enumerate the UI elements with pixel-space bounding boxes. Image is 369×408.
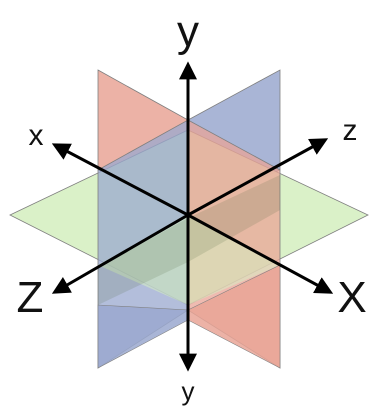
x-axis-back <box>51 143 189 217</box>
axes <box>51 61 334 372</box>
x-right-label: X <box>337 273 366 322</box>
blue-plane-lower <box>97 304 189 369</box>
z-axis-front <box>51 213 189 294</box>
z-left-label: Z <box>17 273 44 322</box>
x-left-label: x <box>29 119 44 152</box>
z-right-label: z <box>343 114 358 147</box>
x-axis-front <box>187 213 334 294</box>
y-top-label: y <box>177 7 199 56</box>
y-bottom-label: y <box>182 376 195 406</box>
z-axis-back <box>187 138 329 217</box>
